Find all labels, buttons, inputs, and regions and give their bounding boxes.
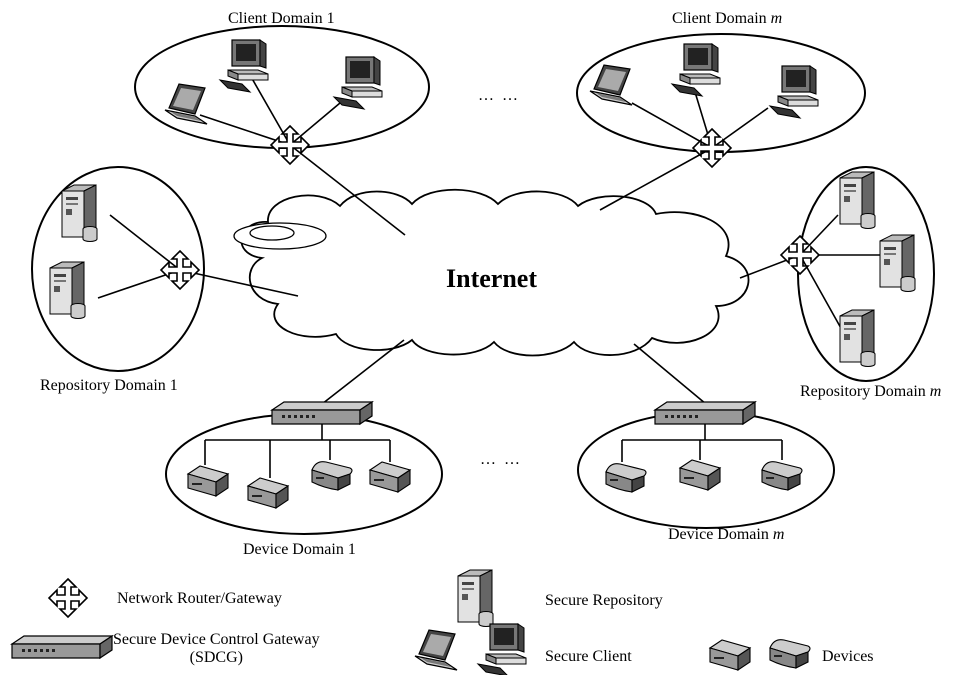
device-icon xyxy=(247,477,289,509)
legend-server-icon xyxy=(457,569,494,627)
client-domain-m-ellipse xyxy=(576,33,866,153)
legend-device-b-icon xyxy=(769,639,811,669)
legend-repository-label: Secure Repository xyxy=(545,592,663,609)
client-domain-m-label: Client Domain m xyxy=(672,10,783,27)
server-icon xyxy=(839,171,876,229)
device-domains-ellipsis: … … xyxy=(480,451,522,468)
sdcg-gateway-domain-m-icon xyxy=(654,401,756,425)
desktop-icon xyxy=(333,56,383,110)
desktop-icon xyxy=(219,39,269,93)
desktop-icon xyxy=(671,43,721,97)
device-domain-m-label: Device Domain m xyxy=(668,526,785,543)
router-client-domain-1-icon xyxy=(270,125,310,165)
sdcg-gateway-domain-1-icon xyxy=(271,401,373,425)
device-icon xyxy=(761,461,803,491)
cloud-ring-inner xyxy=(249,225,295,241)
repository-domain-1-ellipse xyxy=(31,166,205,372)
internet-label: Internet xyxy=(446,264,537,293)
laptop-icon xyxy=(589,64,633,106)
server-icon xyxy=(49,261,86,319)
legend-sdcg-label: Secure Device Control Gateway (SDCG) xyxy=(113,631,320,668)
router-client-domain-m-icon xyxy=(692,128,732,168)
router-repository-domain-1-icon xyxy=(160,250,200,290)
legend-sdcg-line2: (SDCG) xyxy=(189,649,243,667)
legend-device-a-icon xyxy=(709,639,751,671)
legend-router-icon xyxy=(48,578,88,618)
legend-devices-label: Devices xyxy=(822,648,874,665)
device-domain-1-label: Device Domain 1 xyxy=(243,541,356,558)
server-icon xyxy=(879,234,916,292)
legend-client-label: Secure Client xyxy=(545,648,632,665)
device-icon xyxy=(605,463,647,493)
server-icon xyxy=(61,184,98,242)
internet-cloud xyxy=(240,188,750,357)
legend-router-label: Network Router/Gateway xyxy=(117,590,282,607)
repository-domain-m-ellipse xyxy=(797,166,935,382)
legend-laptop-icon xyxy=(414,629,458,671)
device-icon xyxy=(187,465,229,497)
laptop-icon xyxy=(164,83,208,125)
device-icon xyxy=(311,461,353,491)
device-icon xyxy=(679,459,721,491)
legend-sdcg-line1: Secure Device Control Gateway xyxy=(113,631,320,648)
client-domains-ellipsis: … … xyxy=(478,87,520,104)
device-icon xyxy=(369,461,411,493)
desktop-icon xyxy=(769,65,819,119)
client-domain-1-label: Client Domain 1 xyxy=(228,10,335,27)
legend-desktop-icon xyxy=(477,623,527,675)
repository-domain-m-label: Repository Domain m xyxy=(800,383,942,400)
server-icon xyxy=(839,309,876,367)
legend-sdcg-icon xyxy=(11,635,113,659)
repository-domain-1-label: Repository Domain 1 xyxy=(40,377,178,394)
